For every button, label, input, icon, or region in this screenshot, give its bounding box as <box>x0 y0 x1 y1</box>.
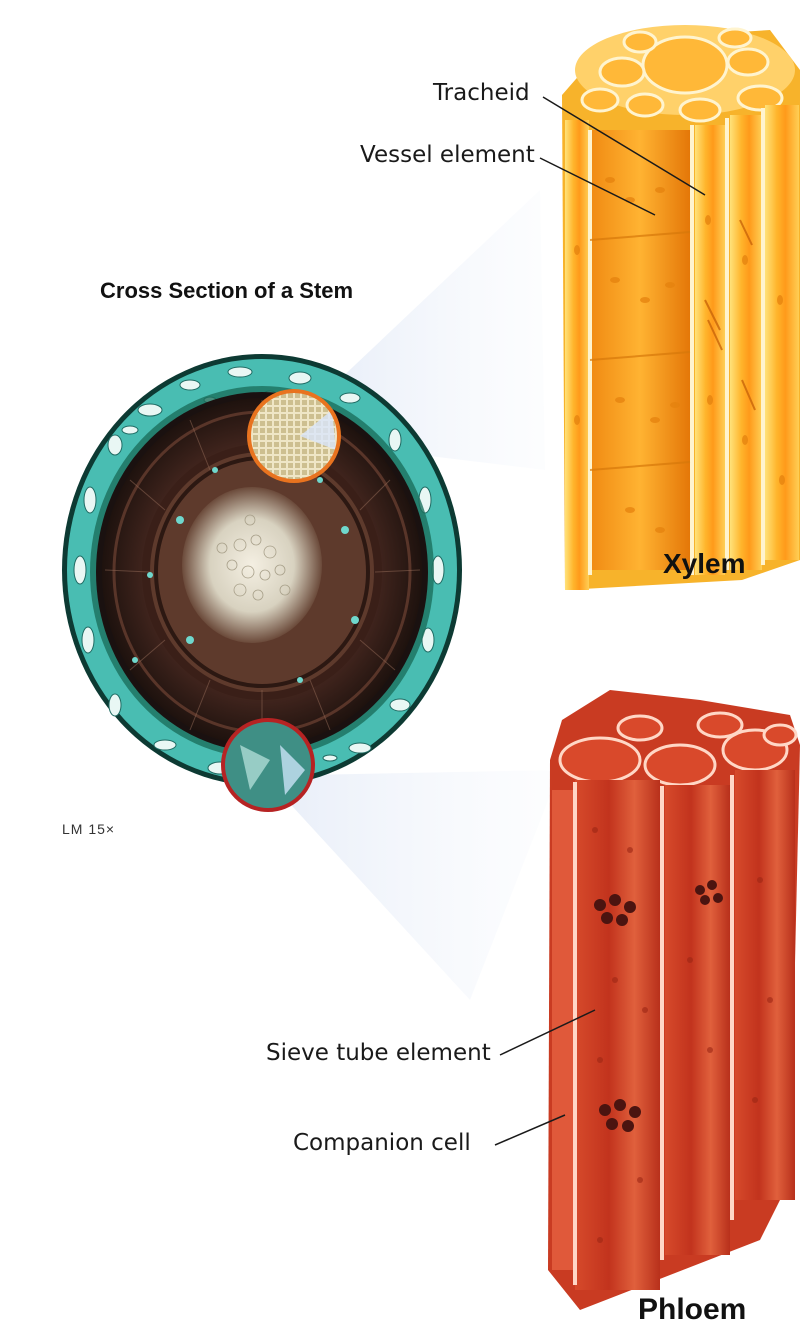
companion-cell-label: Companion cell <box>293 1130 471 1156</box>
sieve-tube-element-label: Sieve tube element <box>266 1040 491 1066</box>
tracheid-label: Tracheid <box>433 80 530 106</box>
xylem-illustration <box>562 25 800 590</box>
phloem-projection-beam <box>282 770 560 1000</box>
vessel-element-label: Vessel element <box>360 142 535 168</box>
phloem-highlight-circle <box>223 720 313 810</box>
phloem-title: Phloem <box>638 1293 746 1327</box>
xylem-title: Xylem <box>663 548 746 580</box>
stem-section-title: Cross Section of a Stem <box>100 278 353 304</box>
magnification-label: LM 15× <box>62 821 115 837</box>
phloem-illustration <box>548 690 800 1310</box>
xylem-highlight-circle <box>249 391 339 481</box>
